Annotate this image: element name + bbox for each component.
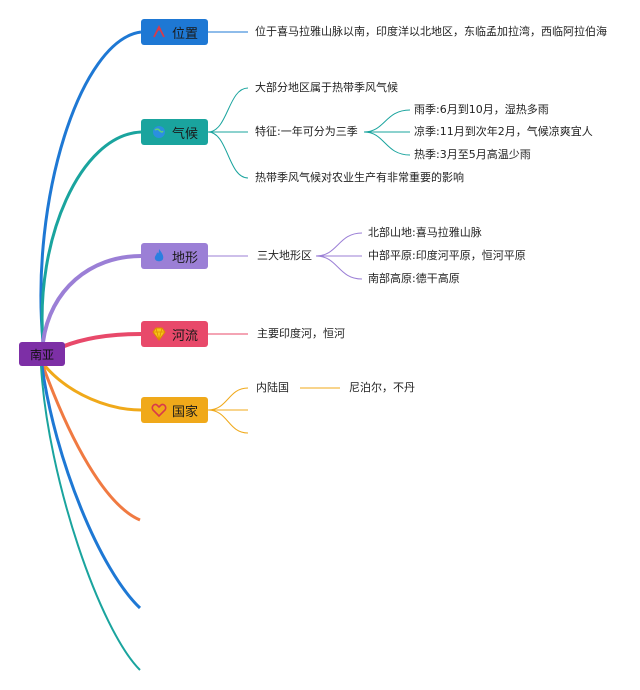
- climate-influence: 热带季风气候对农业生产有非常重要的影响: [255, 171, 464, 184]
- diamond-icon: [152, 327, 166, 341]
- countries-label: 国家: [171, 404, 198, 420]
- terrain-south: 南部高原:德干高原: [368, 272, 460, 285]
- climate-majority: 大部分地区属于热带季风气候: [255, 81, 398, 94]
- branch-line-terrain: [41, 254, 142, 343]
- season-line-3: [363, 131, 411, 156]
- location-label: 位置: [171, 26, 198, 42]
- countries-sub-line-1: [207, 387, 249, 411]
- branch-line-countries: [43, 365, 142, 412]
- compass-icon: [153, 24, 165, 38]
- heart-icon: [151, 403, 167, 418]
- countries-landlocked-list: 尼泊尔，不丹: [349, 381, 415, 394]
- location-detail: 位于喜马拉雅山脉以南，印度洋以北地区，东临孟加拉湾，西临阿拉伯海: [255, 25, 607, 38]
- terrain-central: 中部平原:印度河平原，恒河平原: [368, 249, 526, 262]
- branch-node-climate[interactable]: 气候: [141, 119, 208, 145]
- climate-label: 气候: [171, 126, 198, 142]
- branch-line-location: [39, 30, 142, 343]
- branch-line-rivers: [54, 332, 142, 352]
- branch-node-location[interactable]: 位置: [141, 19, 208, 45]
- season-cool: 凉季:11月到次年2月，气候凉爽宜人: [414, 125, 593, 138]
- season-rainy: 雨季:6月到10月，湿热多雨: [414, 103, 549, 116]
- branch-line-extra-orange: [41, 365, 141, 522]
- terrain-label: 地形: [171, 250, 198, 266]
- climate-feature: 特征:一年可分为三季: [255, 125, 358, 138]
- season-line-1: [363, 109, 411, 133]
- climate-sub-line-1: [207, 87, 249, 133]
- rivers-label: 河流: [171, 328, 198, 344]
- terrain-north: 北部山地:喜马拉雅山脉: [368, 226, 482, 239]
- rivers-detail: 主要印度河，恒河: [257, 327, 345, 340]
- branch-node-countries[interactable]: 国家: [141, 397, 208, 423]
- branch-node-rivers[interactable]: 河流: [141, 321, 208, 347]
- globe-icon: [152, 126, 165, 138]
- root-node[interactable]: 南亚: [19, 342, 65, 366]
- countries-sub-line-3: [207, 409, 249, 434]
- terrain-summary: 三大地形区: [257, 249, 312, 262]
- root-label: 南亚: [29, 347, 54, 362]
- countries-landlocked: 内陆国: [256, 381, 289, 394]
- region-line-3: [315, 255, 363, 280]
- branch-line-extra-blue: [40, 365, 142, 610]
- region-line-1: [315, 232, 363, 257]
- flame-icon: [154, 249, 164, 262]
- branch-node-terrain[interactable]: 地形: [141, 243, 208, 269]
- climate-sub-line-3: [207, 131, 249, 179]
- branch-line-climate: [40, 130, 142, 343]
- season-hot: 热季:3月至5月高温少雨: [414, 148, 531, 161]
- branch-line-extra-teal: [40, 365, 141, 671]
